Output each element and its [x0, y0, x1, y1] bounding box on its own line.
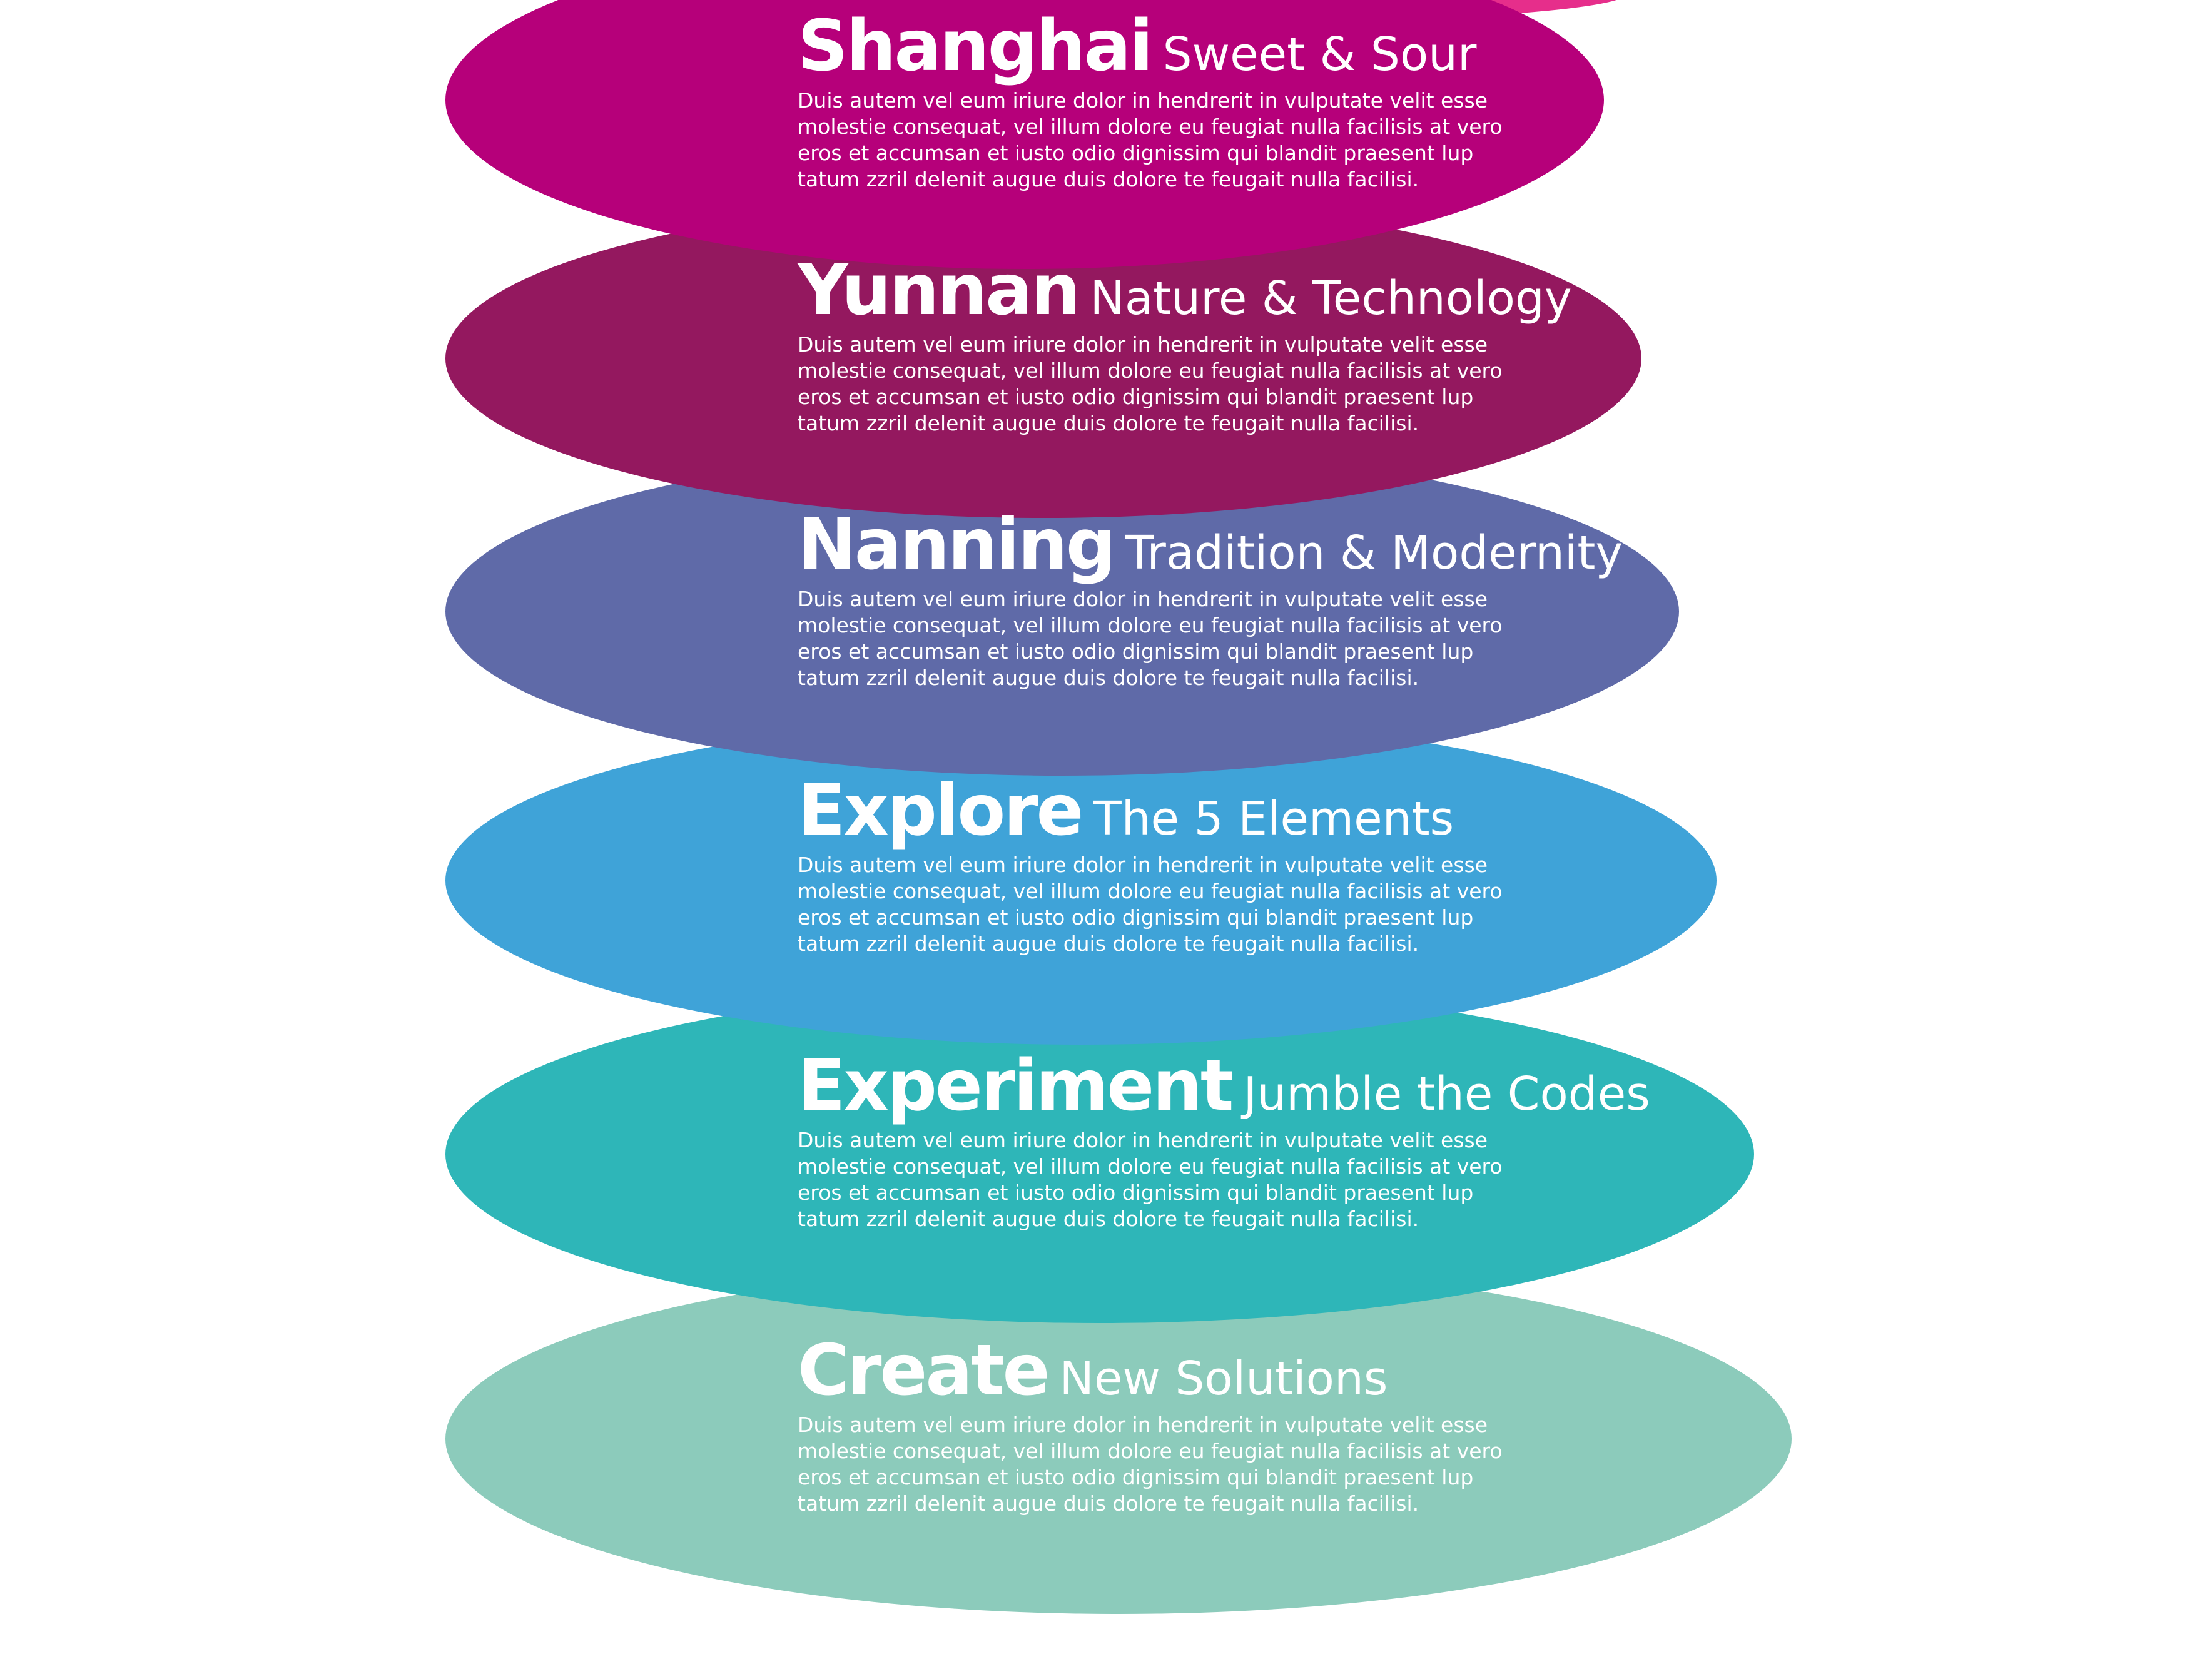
shanghai-ellipse	[445, 0, 1604, 269]
create-body: Duis autem vel eum iriure dolor in hendr…	[798, 1412, 1503, 1517]
body-line: eros et accumsan et iusto odio dignissim…	[798, 1180, 1474, 1205]
body-line: eros et accumsan et iusto odio dignissim…	[798, 639, 1474, 664]
body-line: tatum zzril delenit augue duis dolore te…	[798, 167, 1419, 191]
create-subtitle: New Solutions	[1059, 1352, 1388, 1406]
body-line: eros et accumsan et iusto odio dignissim…	[798, 905, 1474, 930]
body-line: molestie consequat, vel illum dolore eu …	[798, 879, 1503, 903]
explore-body: Duis autem vel eum iriure dolor in hendr…	[798, 852, 1503, 957]
shanghai-subtitle: Sweet & Sour	[1162, 28, 1477, 81]
body-line: tatum zzril delenit augue duis dolore te…	[798, 411, 1419, 435]
body-line: tatum zzril delenit augue duis dolore te…	[798, 1207, 1419, 1231]
body-line: molestie consequat, vel illum dolore eu …	[798, 613, 1503, 637]
body-line: molestie consequat, vel illum dolore eu …	[798, 358, 1503, 383]
body-line: molestie consequat, vel illum dolore eu …	[798, 1154, 1503, 1179]
body-line: eros et accumsan et iusto odio dignissim…	[798, 141, 1474, 165]
body-line: tatum zzril delenit augue duis dolore te…	[798, 666, 1419, 690]
body-line: Duis autem vel eum iriure dolor in hendr…	[798, 1128, 1488, 1152]
shanghai-body: Duis autem vel eum iriure dolor in hendr…	[798, 88, 1503, 193]
experiment-title: Experiment	[798, 1045, 1234, 1127]
create-title: Create	[798, 1330, 1050, 1411]
nanning-subtitle: Tradition & Modernity	[1125, 526, 1623, 580]
experiment-body: Duis autem vel eum iriure dolor in hendr…	[798, 1127, 1503, 1232]
yunnan-subtitle: Nature & Technology	[1090, 271, 1572, 325]
body-line: Duis autem vel eum iriure dolor in hendr…	[798, 853, 1488, 877]
body-line: eros et accumsan et iusto odio dignissim…	[798, 1465, 1474, 1489]
body-line: Duis autem vel eum iriure dolor in hendr…	[798, 332, 1488, 357]
body-line: tatum zzril delenit augue duis dolore te…	[798, 931, 1419, 956]
nanning-title: Nanning	[798, 504, 1116, 586]
body-line: Duis autem vel eum iriure dolor in hendr…	[798, 88, 1488, 113]
shanghai-title: Shanghai	[798, 6, 1154, 87]
body-line: molestie consequat, vel illum dolore eu …	[798, 1439, 1503, 1463]
explore-subtitle: The 5 Elements	[1093, 792, 1454, 846]
body-line: tatum zzril delenit augue duis dolore te…	[798, 1491, 1419, 1516]
experiment-subtitle: Jumble the Codes	[1243, 1067, 1650, 1121]
body-line: Duis autem vel eum iriure dolor in hendr…	[798, 587, 1488, 611]
body-line: Duis autem vel eum iriure dolor in hendr…	[798, 1413, 1488, 1437]
nanning-body: Duis autem vel eum iriure dolor in hendr…	[798, 586, 1503, 691]
yunnan-body: Duis autem vel eum iriure dolor in hendr…	[798, 332, 1503, 437]
explore-title: Explore	[798, 770, 1083, 851]
body-line: eros et accumsan et iusto odio dignissim…	[798, 385, 1474, 409]
body-line: molestie consequat, vel illum dolore eu …	[798, 114, 1503, 139]
yunnan-title: Yunnan	[798, 250, 1080, 331]
